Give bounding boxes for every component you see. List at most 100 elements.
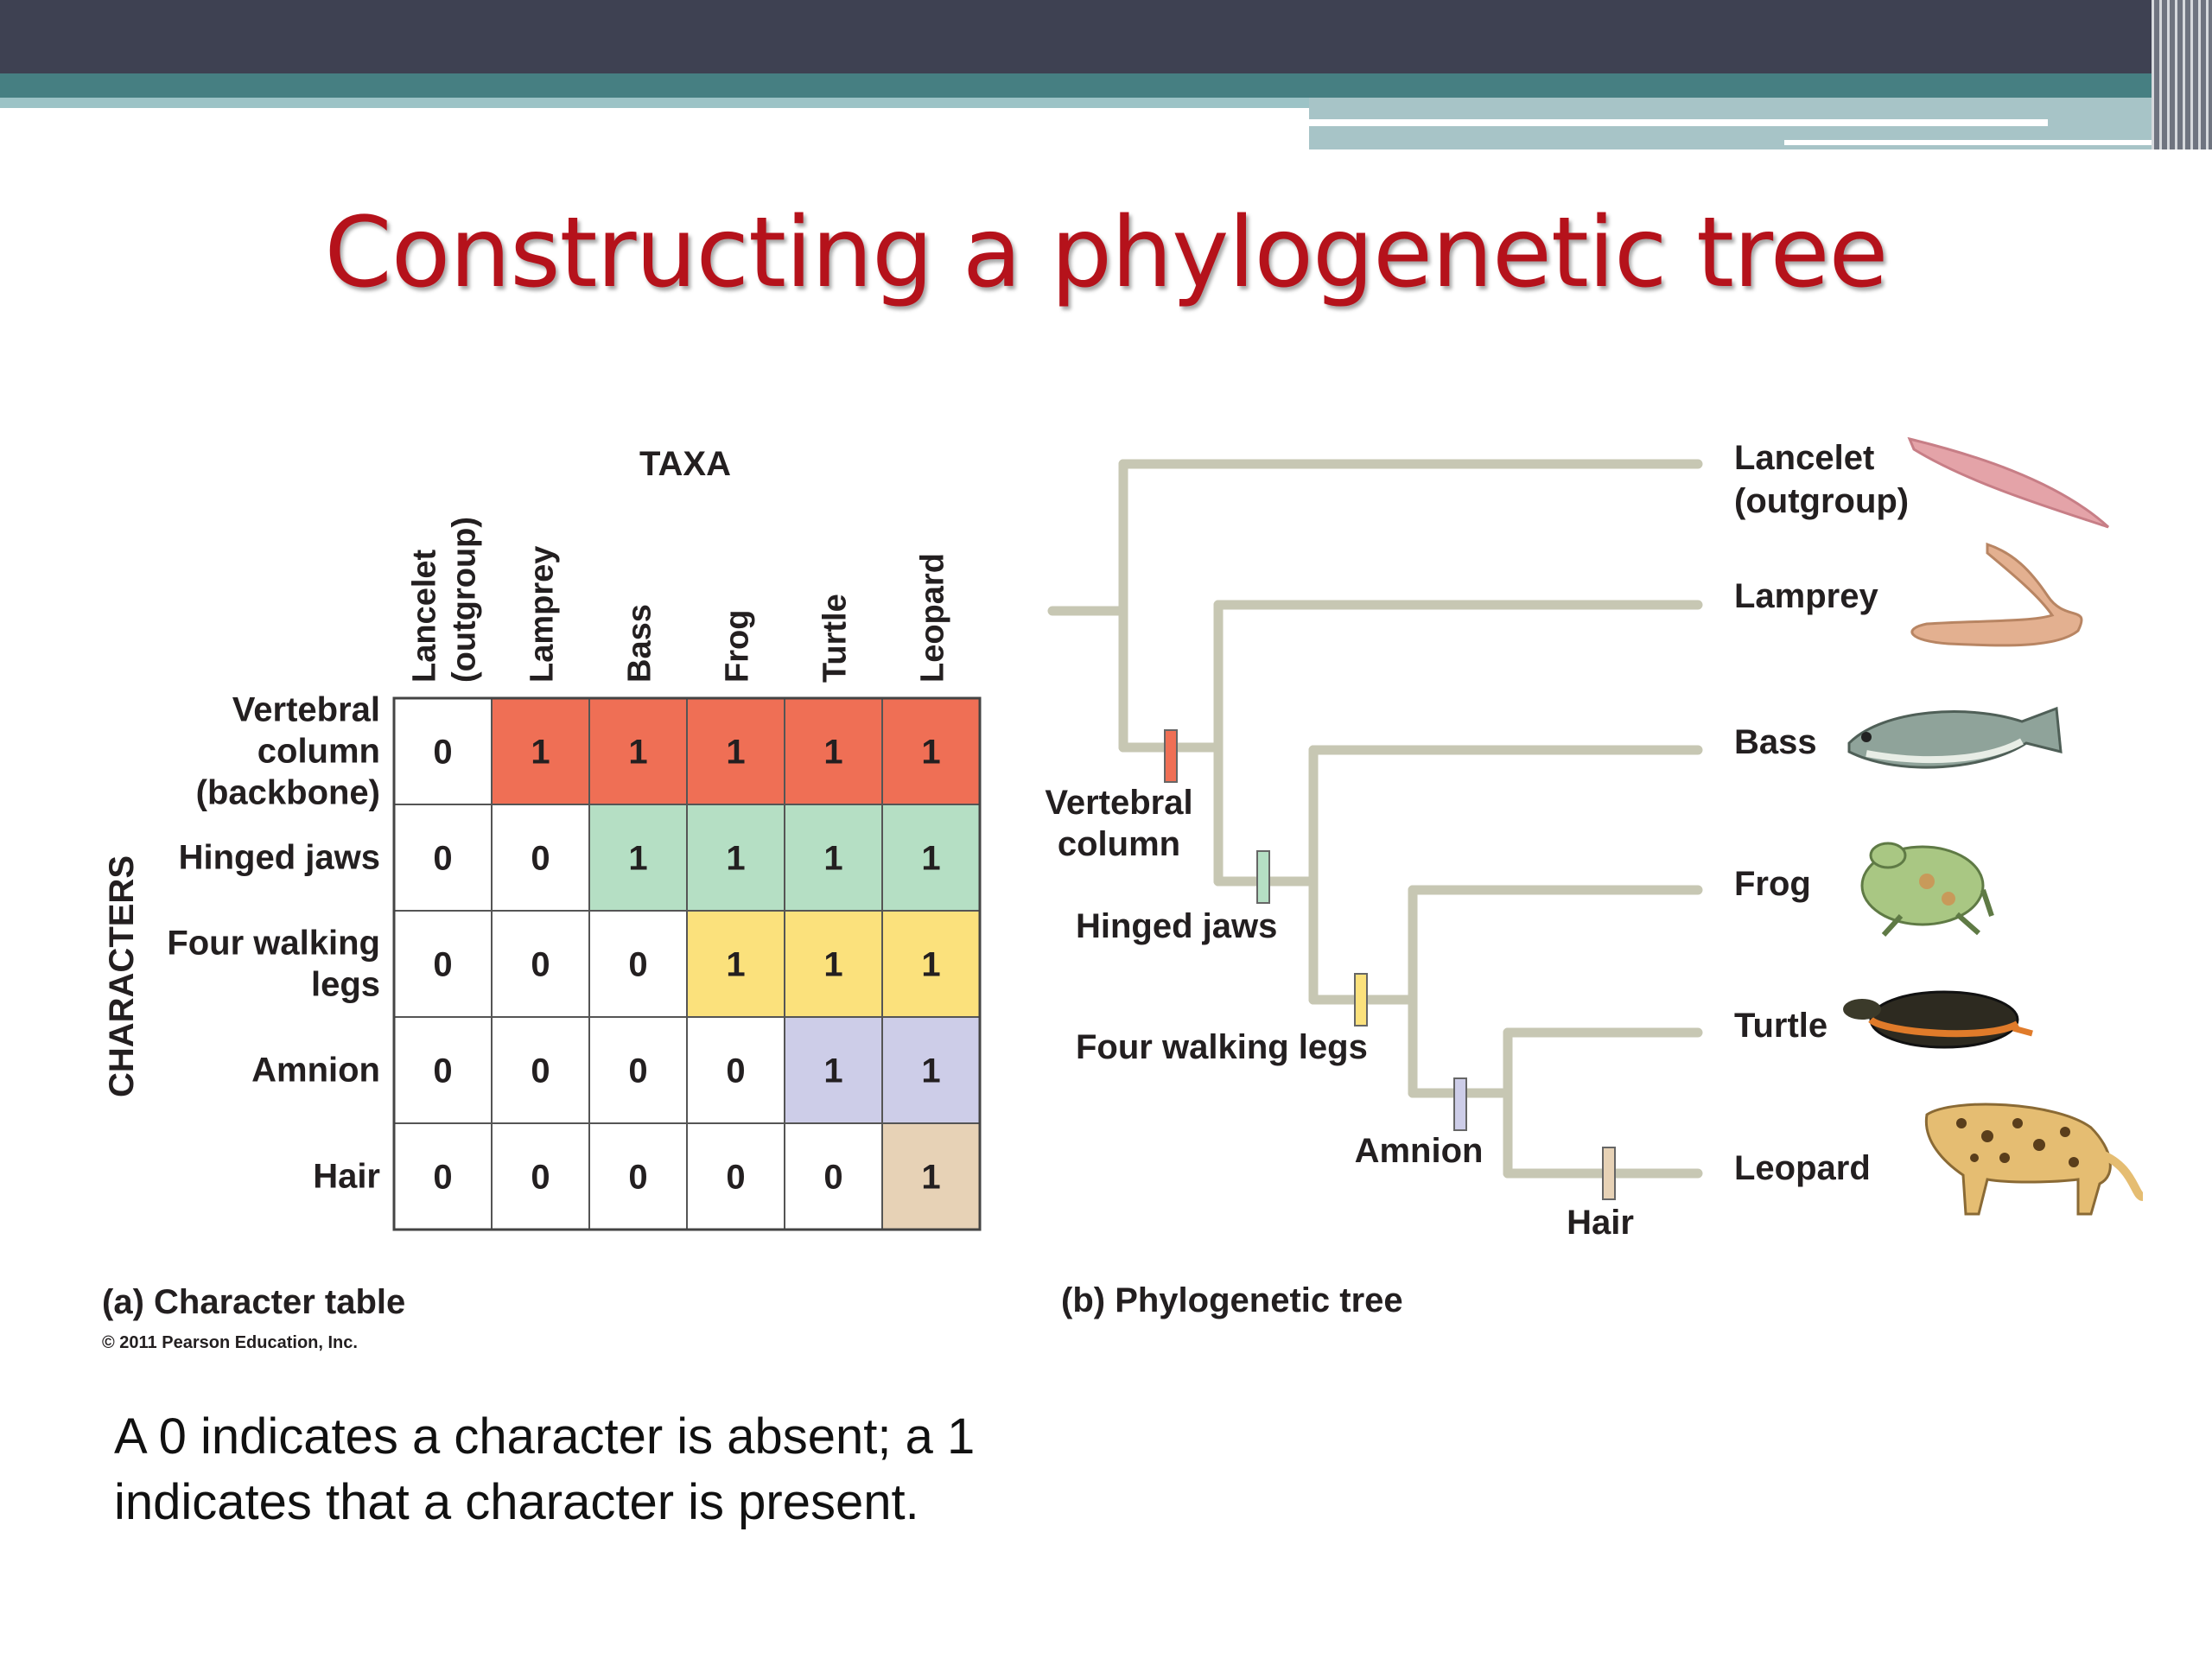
table-cell	[784, 910, 883, 1018]
frog-icon	[1860, 842, 1994, 938]
table-cell	[881, 1016, 981, 1124]
header-stripe-2	[1784, 140, 2212, 145]
table-cell-value: 1	[823, 946, 842, 984]
table-cell-value: 1	[921, 946, 940, 984]
header-stripe	[1309, 119, 2048, 126]
table-cell-value: 0	[726, 1052, 745, 1090]
slide-caption: A 0 indicates a character is absent; a 1…	[114, 1404, 975, 1535]
row-header-character: Vertebral	[232, 691, 380, 729]
table-cell-value: 1	[921, 1052, 940, 1090]
table-cell-value: 0	[628, 946, 647, 984]
table-caption: (a) Character table	[102, 1283, 405, 1321]
tree-taxon-label: Frog	[1734, 865, 1811, 903]
table-cell-value: 0	[726, 1159, 745, 1197]
row-header-character: legs	[311, 966, 380, 1004]
table-cell	[686, 804, 785, 912]
character-marker	[1164, 729, 1178, 783]
table-cell-value: 1	[823, 840, 842, 878]
column-header-taxon: Lamprey	[524, 546, 561, 683]
table-cell-value: 0	[433, 946, 452, 984]
row-header-character: column	[257, 733, 380, 771]
table-cell	[491, 1016, 590, 1124]
table-cell-value: 1	[628, 734, 647, 772]
character-marker	[1453, 1077, 1467, 1131]
character-marker	[1602, 1147, 1616, 1200]
row-header-character: Amnion	[251, 1052, 380, 1090]
table-cell	[881, 697, 981, 805]
table-cell	[588, 804, 688, 912]
table-cell	[784, 804, 883, 912]
table-cell-value: 0	[628, 1052, 647, 1090]
table-cell	[881, 1122, 981, 1230]
column-header-taxon: Leopard	[915, 553, 951, 683]
column-header-taxon: Frog	[720, 610, 756, 683]
table-cell-value: 0	[531, 1159, 550, 1197]
column-header-taxon: (outgroup)	[447, 517, 483, 683]
header-bar	[0, 0, 2212, 73]
table-cell-value: 1	[921, 1159, 940, 1197]
table-cell-value: 0	[531, 1052, 550, 1090]
table-cell	[784, 1016, 883, 1124]
caption-line-2: indicates that a character is present.	[114, 1474, 919, 1530]
row-header-character: Hair	[313, 1158, 380, 1196]
tree-character-label: Amnion	[1355, 1132, 1484, 1170]
table-cell	[393, 804, 493, 912]
tree-taxon-label: Leopard	[1734, 1149, 1871, 1187]
bass-icon	[1847, 706, 2063, 769]
column-header-taxon: Lancelet	[407, 549, 443, 683]
row-header-character: Hinged jaws	[179, 839, 380, 877]
tree-character-label: Hair	[1567, 1204, 1634, 1242]
table-cell-value: 0	[433, 840, 452, 878]
taxa-header: TAXA	[639, 445, 731, 483]
table-cell-value: 0	[531, 840, 550, 878]
slide-title: Constructing a phylogenetic tree	[324, 197, 1889, 309]
table-cell-value: 0	[531, 946, 550, 984]
tree-caption: (b) Phylogenetic tree	[1061, 1281, 1403, 1319]
header-accent-bar	[0, 73, 2212, 98]
column-header-taxon: Bass	[622, 604, 658, 683]
tree-taxon-label: Lamprey	[1734, 577, 1878, 615]
table-cell-value: 0	[433, 734, 452, 772]
table-cell-value: 1	[531, 734, 550, 772]
character-marker	[1256, 850, 1270, 904]
tree-taxon-label: (outgroup)	[1734, 482, 1909, 520]
table-cell	[784, 1122, 883, 1230]
table-cell	[491, 910, 590, 1018]
table-cell-value: 1	[823, 734, 842, 772]
table-cell-value: 1	[726, 734, 745, 772]
characters-header: CHARACTERS	[103, 855, 141, 1097]
table-border	[392, 696, 982, 1231]
table-cell-value: 1	[628, 840, 647, 878]
row-header-character: Four walking	[167, 925, 380, 963]
caption-line-1: A 0 indicates a character is absent; a 1	[114, 1408, 976, 1465]
lamprey-icon	[1910, 542, 2083, 647]
header-accent-line	[0, 98, 1309, 108]
table-cell-value: 0	[433, 1052, 452, 1090]
tree-taxon-label: Lancelet	[1734, 439, 1874, 477]
table-cell-value: 1	[726, 840, 745, 878]
table-cell	[491, 804, 590, 912]
row-header-character: (backbone)	[196, 774, 380, 812]
table-cell-value: 1	[921, 840, 940, 878]
character-marker	[1354, 973, 1368, 1027]
table-cell-value: 1	[726, 946, 745, 984]
header-corner-stripes	[2152, 0, 2212, 149]
animal-illustrations	[1843, 436, 2145, 1216]
table-cell	[686, 1122, 785, 1230]
table-cell-value: 0	[823, 1159, 842, 1197]
tree-character-label: Vertebral	[1045, 784, 1192, 822]
tree-character-label: Four walking legs	[1076, 1028, 1368, 1066]
column-header-taxon: Turtle	[817, 594, 854, 683]
table-cell-value: 0	[628, 1159, 647, 1197]
table-cell	[393, 1016, 493, 1124]
table-cell-value: 0	[433, 1159, 452, 1197]
table-cell	[686, 1016, 785, 1124]
table-cell-value: 1	[921, 734, 940, 772]
table-cell-value: 1	[823, 1052, 842, 1090]
copyright-text: © 2011 Pearson Education, Inc.	[102, 1333, 358, 1352]
tree-character-label: column	[1058, 825, 1180, 863]
table-cell	[491, 697, 590, 805]
leopard-icon	[1924, 1103, 2145, 1216]
